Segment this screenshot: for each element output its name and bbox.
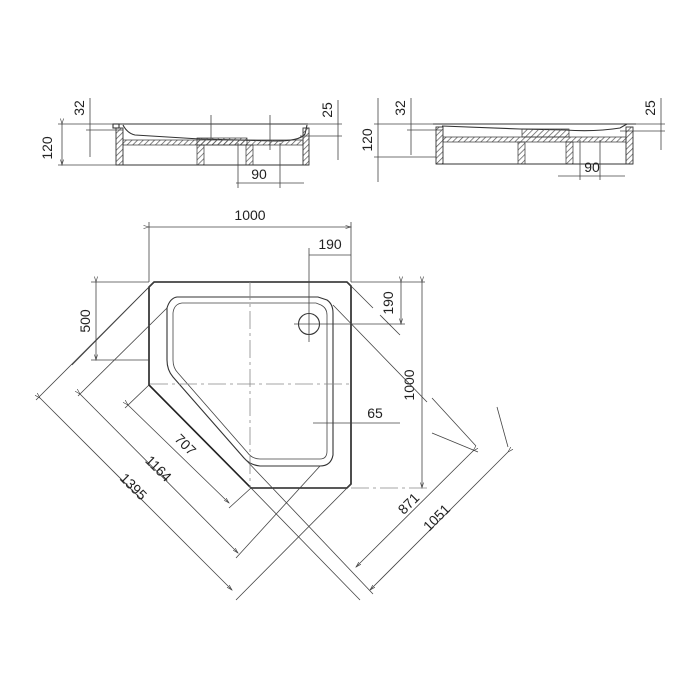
dim-height-1000: 1000	[401, 369, 417, 400]
dim-width-1000: 1000	[234, 207, 265, 223]
dim-32-left: 32	[71, 100, 87, 116]
dim-diag-871: 871	[395, 489, 423, 517]
dim-120-left: 120	[39, 136, 55, 160]
dim-diag-1051: 1051	[420, 501, 453, 534]
dim-120-right: 120	[359, 128, 375, 152]
dim-side-500: 500	[77, 309, 93, 333]
dim-diag-1395: 1395	[117, 470, 150, 503]
dim-rim-65: 65	[367, 405, 383, 421]
dim-drain-x-190: 190	[318, 236, 342, 252]
dim-drain-y-190: 190	[380, 291, 396, 315]
dim-90-left: 90	[251, 166, 267, 182]
dim-25-right: 25	[642, 100, 658, 116]
dim-diag-707: 707	[172, 431, 200, 459]
dim-diag-1164: 1164	[142, 452, 175, 485]
dim-90-right: 90	[584, 159, 600, 175]
section-view-right: 120 32 25 90	[359, 98, 665, 182]
dim-32-right: 32	[392, 100, 408, 116]
section-view-left: 120 32 25 90	[39, 98, 342, 188]
plan-view: 1000 190 190 1000 500 65 707 1164 1395	[36, 207, 508, 601]
dim-25-left: 25	[319, 102, 335, 118]
